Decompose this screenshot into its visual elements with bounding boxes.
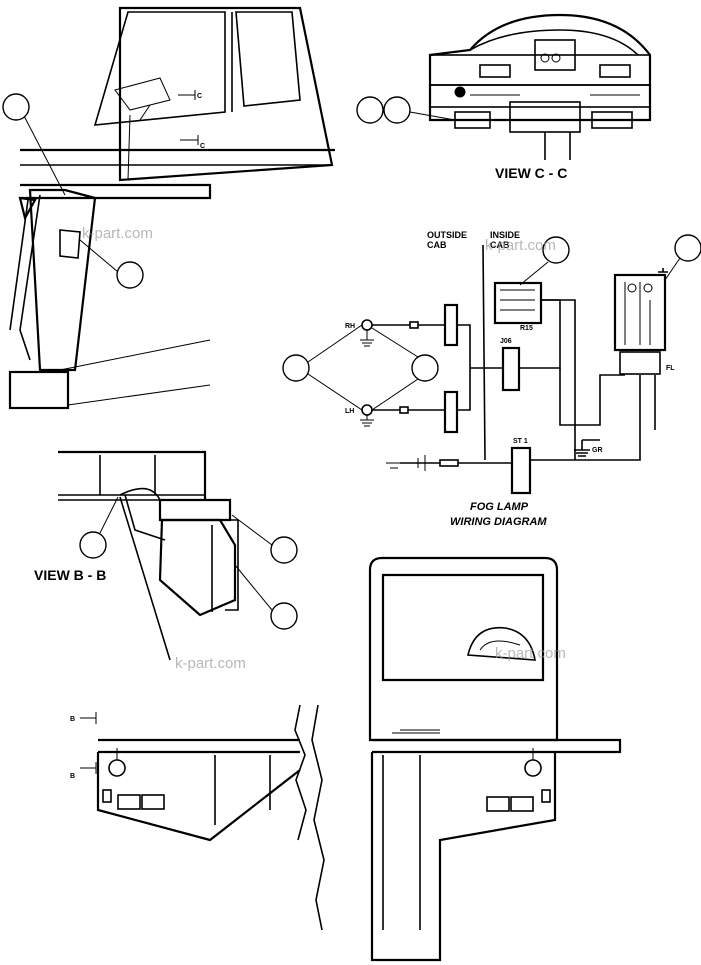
view-bb-label: VIEW B - B: [34, 567, 106, 583]
gr-label: GR: [592, 447, 603, 454]
watermarks: k-part.com k-part.com k-part.com k-part.…: [82, 225, 566, 672]
lh-lamp-label: LH: [345, 408, 354, 415]
callout-circle: [282, 354, 310, 382]
watermark-text: k-part.com: [485, 237, 556, 254]
callout-circle: [116, 261, 144, 289]
section-b-top-label: B: [70, 716, 75, 723]
machine-rear-view: B B: [70, 556, 622, 962]
rh-lamp-label: RH: [345, 323, 355, 330]
st1-label: ST 1: [513, 438, 528, 445]
callout-circle: [674, 234, 701, 262]
wiring-diagram-title: WIRING DIAGRAM: [450, 516, 547, 528]
callout-circle: [79, 531, 107, 559]
j06-label: J06: [500, 338, 512, 345]
cab-side-view: C C: [2, 6, 335, 410]
watermark-text: k-part.com: [175, 655, 246, 672]
watermark-text: k-part.com: [82, 225, 153, 242]
fog-lamp-wiring-diagram: OUTSIDE CAB INSIDE CAB RH LH J06 R15: [282, 230, 701, 528]
view-cc-dashboard: VIEW C - C: [356, 13, 652, 181]
fl-label: FL: [666, 365, 675, 372]
callout-circle: [356, 96, 384, 124]
callout-circle: [542, 236, 570, 264]
section-c-bottom-label: C: [200, 143, 205, 150]
callout-circle: [270, 602, 298, 630]
outside-cab-label: OUTSIDE CAB: [427, 230, 470, 250]
watermark-text: k-part.com: [495, 645, 566, 662]
callout-circle: [270, 536, 298, 564]
view-bb: VIEW B - B: [34, 450, 298, 661]
callout-circle: [2, 93, 30, 121]
callout-circle: [383, 96, 411, 124]
inside-cab-label: INSIDE CAB: [490, 230, 523, 250]
section-b-bottom-label: B: [70, 773, 75, 780]
fog-lamp-title: FOG LAMP: [470, 501, 529, 513]
r15-label: R15: [520, 325, 533, 332]
view-cc-label: VIEW C - C: [495, 165, 567, 181]
callout-circle: [411, 354, 439, 382]
section-c-top-label: C: [197, 93, 202, 100]
